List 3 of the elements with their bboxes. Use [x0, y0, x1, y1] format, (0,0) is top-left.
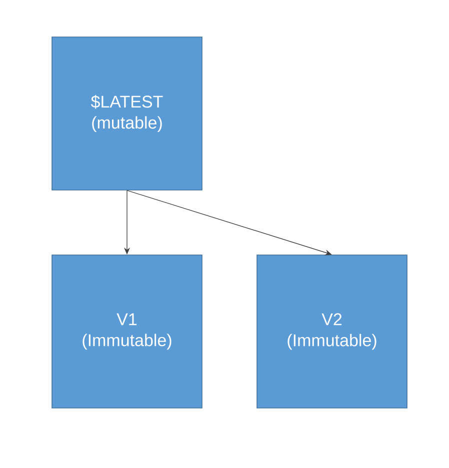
process-box: $LATEST (mutable): [52, 36, 202, 190]
process-box: V2 (Immutable): [256, 254, 408, 408]
process-box: V1 (Immutable): [52, 254, 202, 408]
